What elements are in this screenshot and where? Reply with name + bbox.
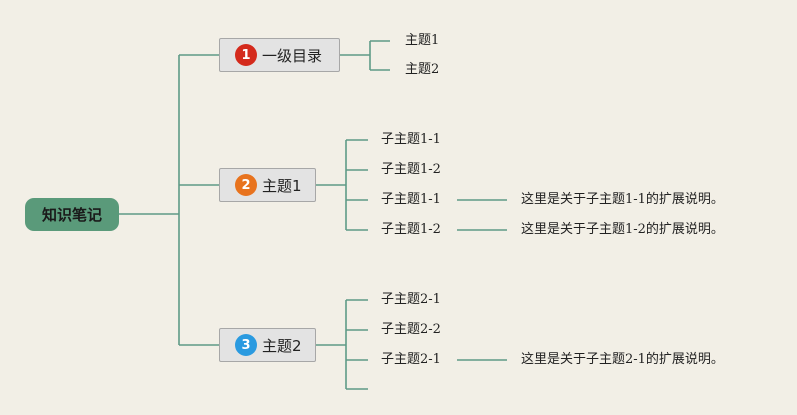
topic-node-1[interactable]: 1 一级目录	[219, 38, 340, 72]
topic-label: 主题1	[262, 176, 302, 195]
topic-label: 一级目录	[262, 46, 323, 65]
root-node[interactable]: 知识笔记	[25, 198, 119, 231]
subtopic-node[interactable]: 子主题1-2	[381, 162, 441, 177]
subtopic-node[interactable]: 子主题1-1	[381, 192, 441, 207]
topic-node-2[interactable]: 2 主题1	[219, 168, 316, 202]
subtopic-note[interactable]: 这里是关于子主题2-1的扩展说明。	[521, 352, 724, 367]
topic-label: 主题2	[262, 336, 302, 355]
subtopic-note[interactable]: 这里是关于子主题1-1的扩展说明。	[521, 192, 724, 207]
subtopic-node[interactable]: 子主题2-1	[381, 352, 441, 367]
subtopic-node[interactable]: 主题1	[405, 33, 440, 48]
subtopic-node[interactable]: 子主题2-2	[381, 322, 441, 337]
subtopic-node[interactable]: 子主题1-1	[381, 132, 441, 147]
number-badge-1-icon: 1	[235, 44, 257, 66]
subtopic-node[interactable]: 子主题2-1	[381, 292, 441, 307]
number-badge-3-icon: 3	[235, 334, 257, 356]
topic-node-3[interactable]: 3 主题2	[219, 328, 316, 362]
subtopic-node[interactable]: 子主题1-2	[381, 222, 441, 237]
number-badge-2-icon: 2	[235, 174, 257, 196]
subtopic-note[interactable]: 这里是关于子主题1-2的扩展说明。	[521, 222, 724, 237]
subtopic-node[interactable]: 主题2	[405, 62, 440, 77]
root-label: 知识笔记	[41, 206, 102, 224]
